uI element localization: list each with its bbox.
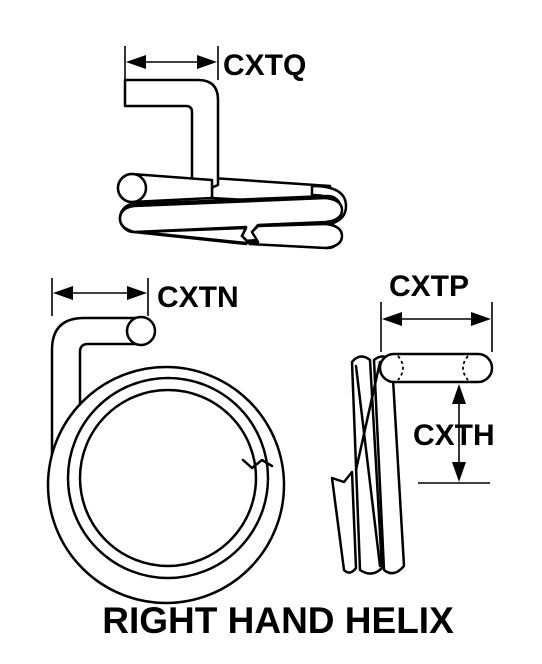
cxth-arrow-top: [452, 384, 466, 404]
cxth-label: CXTH: [413, 419, 495, 452]
cxtn-arrow-right: [127, 286, 147, 300]
inner-ring-edge: [66, 376, 270, 580]
side-view-top: CXTQ: [116, 46, 348, 250]
top-wire-end-left: [397, 355, 404, 381]
cxtp-label: CXTP: [389, 270, 469, 303]
outer-ring: [46, 365, 286, 605]
coil-right-strand: [372, 355, 406, 575]
top-wire-end-right: [462, 355, 469, 381]
cxtn-label: CXTN: [157, 281, 239, 314]
wire-end-circle: [125, 315, 157, 347]
cxtq-arrow-right: [197, 55, 217, 69]
coil-diagonal: [354, 360, 382, 568]
caption: RIGHT HAND HELIX: [102, 600, 454, 641]
cxtp-arrow-right: [471, 312, 491, 326]
cxtq-label: CXTQ: [223, 49, 306, 82]
top-wire: [378, 352, 494, 384]
upper-coil-end: [116, 172, 148, 204]
break-mark-bottom: [240, 234, 252, 246]
cxtp-arrow-left: [382, 312, 402, 326]
coil-break-piece: [330, 470, 358, 574]
cxtn-arrow-left: [53, 286, 73, 300]
end-view-left: CXTN: [46, 278, 286, 605]
break-mark-top: [240, 226, 248, 238]
ring-break-mark: [241, 458, 274, 470]
cxtq-arrow-left: [126, 55, 146, 69]
side-view-right: CXTP CXTH: [330, 270, 495, 575]
cxth-arrow-bottom: [452, 462, 466, 482]
